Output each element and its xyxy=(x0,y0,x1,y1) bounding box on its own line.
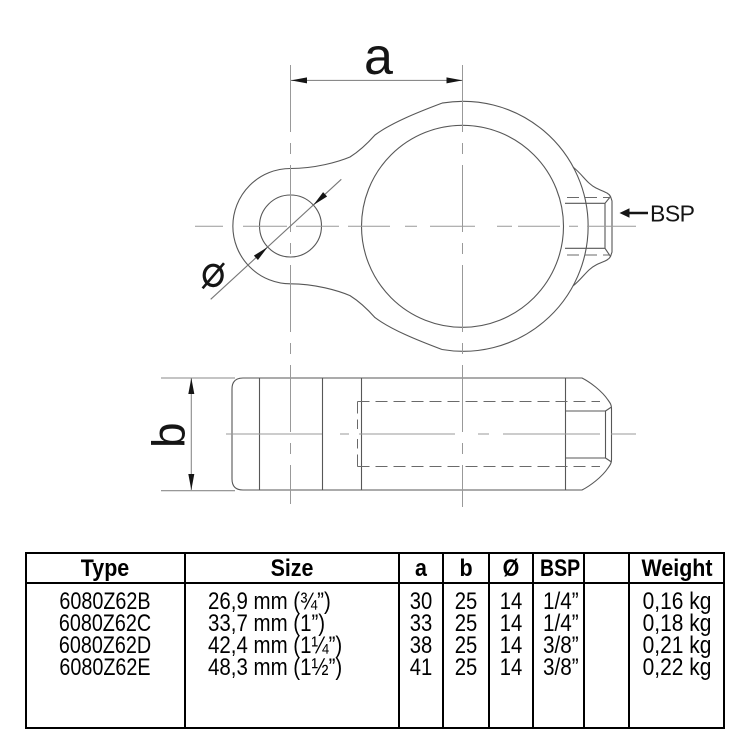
svg-text:a: a xyxy=(364,28,393,86)
svg-text:b: b xyxy=(143,422,195,448)
svg-text:BSP: BSP xyxy=(650,200,695,226)
